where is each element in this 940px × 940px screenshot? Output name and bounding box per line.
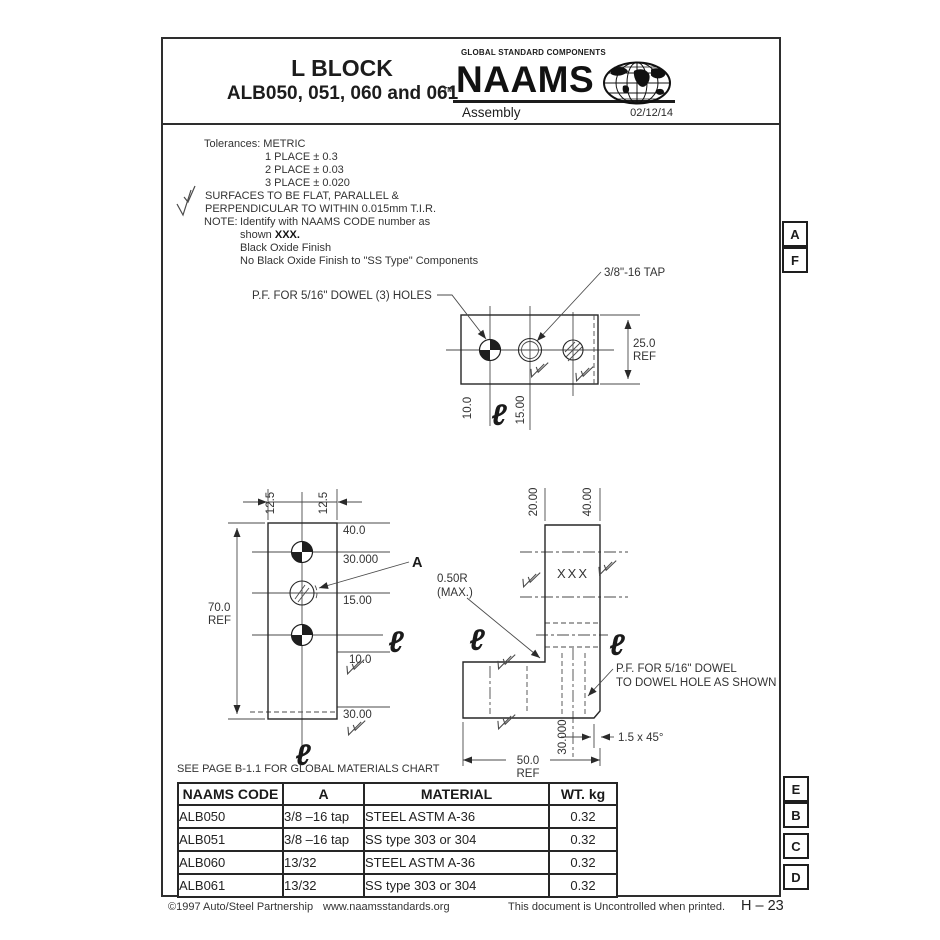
revision-box-b: B xyxy=(783,802,809,828)
cell-material: STEEL ASTM A-36 xyxy=(363,804,550,829)
cell-weight: 0.32 xyxy=(548,804,618,829)
footer-copyright: ©1997 Auto/Steel Partnership xyxy=(168,901,314,913)
brand-tagline: GLOBAL STANDARD COMPONENTS xyxy=(461,48,606,57)
surface-finish-icon xyxy=(176,185,196,217)
division-label: Assembly xyxy=(462,105,521,120)
sheet-border xyxy=(161,37,781,897)
globe-icon xyxy=(603,61,671,105)
cell-a: 13/32 xyxy=(282,850,365,875)
col-header-naams-code: NAAMS CODE xyxy=(177,782,284,806)
page-number: H – 23 xyxy=(741,898,784,914)
tolerance-line-1: 1 PLACE ± 0.3 xyxy=(265,151,338,163)
cell-weight: 0.32 xyxy=(548,827,618,852)
cell-material: SS type 303 or 304 xyxy=(363,873,550,898)
header-divider xyxy=(163,123,779,125)
cell-a: 13/32 xyxy=(282,873,365,898)
table-row: ALB051 3/8 –16 tap SS type 303 or 304 0.… xyxy=(177,827,618,852)
cell-weight: 0.32 xyxy=(548,873,618,898)
col-header-material: MATERIAL xyxy=(363,782,550,806)
note-line-3: Black Oxide Finish xyxy=(240,242,332,254)
cell-material: STEEL ASTM A-36 xyxy=(363,850,550,875)
cell-code: ALB050 xyxy=(177,804,284,829)
revision-date: 02/12/14 xyxy=(630,107,673,119)
cell-weight: 0.32 xyxy=(548,850,618,875)
footer-website: www.naamsstandards.org xyxy=(323,901,450,913)
cell-code: ALB051 xyxy=(177,827,284,852)
table-row: ALB060 13/32 STEEL ASTM A-36 0.32 xyxy=(177,850,618,875)
tolerance-line-3: 3 PLACE ± 0.020 xyxy=(265,177,350,189)
cell-code: ALB061 xyxy=(177,873,284,898)
revision-box-a: A xyxy=(782,221,808,247)
materials-chart-note: SEE PAGE B-1.1 FOR GLOBAL MATERIALS CHAR… xyxy=(177,763,440,775)
col-header-weight: WT. kg xyxy=(548,782,618,806)
tolerances-title: Tolerances: METRIC xyxy=(204,138,306,150)
table-header-row: NAAMS CODE A MATERIAL WT. kg xyxy=(177,782,618,806)
note-line-2: shown XXX. xyxy=(240,230,300,241)
cell-a: 3/8 –16 tap xyxy=(282,804,365,829)
footer-notice: This document is Uncontrolled when print… xyxy=(508,901,726,913)
cell-material: SS type 303 or 304 xyxy=(363,827,550,852)
surface-note-line-2: PERPENDICULAR TO WITHIN 0.015mm T.I.R. xyxy=(205,203,437,215)
trademark-label: TM xyxy=(443,87,454,94)
cell-a: 3/8 –16 tap xyxy=(282,827,365,852)
page-title: L BLOCK xyxy=(291,55,393,81)
table-row: ALB050 3/8 –16 tap STEEL ASTM A-36 0.32 xyxy=(177,804,618,829)
surface-note-line-1: SURFACES TO BE FLAT, PARALLEL & xyxy=(205,190,399,202)
materials-table: NAAMS CODE A MATERIAL WT. kg ALB050 3/8 … xyxy=(177,782,618,898)
revision-box-e: E xyxy=(783,776,809,802)
part-marking-placeholder: XXX. xyxy=(274,229,300,241)
note-line-4: No Black Oxide Finish to "SS Type" Compo… xyxy=(240,255,479,267)
tolerance-line-2: 2 PLACE ± 0.03 xyxy=(265,164,344,176)
col-header-a: A xyxy=(282,782,365,806)
cell-code: ALB060 xyxy=(177,850,284,875)
revision-box-c: C xyxy=(783,833,809,859)
brand-underline xyxy=(453,100,675,103)
page-subtitle: ALB050, 051, 060 and 061 xyxy=(226,83,459,104)
brand-logo-text: NAAMS xyxy=(456,59,595,100)
revision-box-d: D xyxy=(783,864,809,890)
revision-box-f: F xyxy=(782,247,808,273)
table-row: ALB061 13/32 SS type 303 or 304 0.32 xyxy=(177,873,618,898)
note-label: NOTE: xyxy=(204,216,238,228)
note-line-1: Identify with NAAMS CODE number as xyxy=(240,216,431,228)
note-line-2-prefix: shown xyxy=(240,229,275,241)
